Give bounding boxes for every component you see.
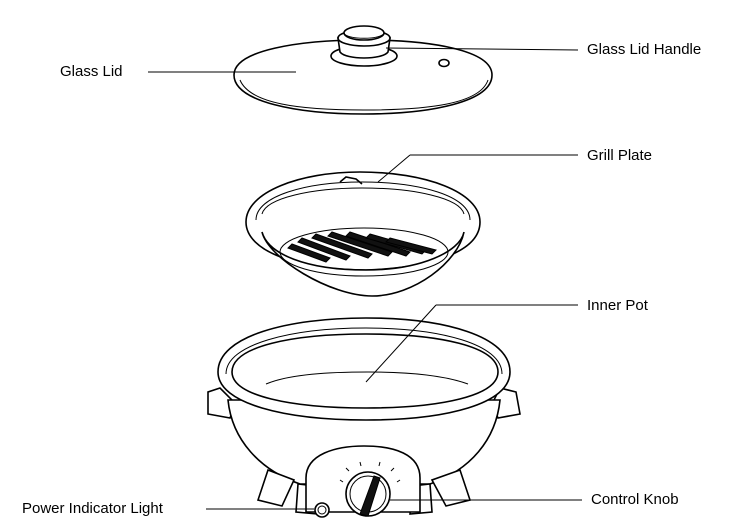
label-glass-lid: Glass Lid <box>60 63 123 80</box>
leader-grill-plate-down <box>377 154 411 183</box>
label-glass-lid-handle: Glass Lid Handle <box>587 41 702 58</box>
label-control-knob: Control Knob <box>591 491 679 508</box>
leader-lines <box>148 47 582 510</box>
inner-pot-drawing <box>207 317 521 518</box>
glass-lid-handle-drawing <box>330 25 398 67</box>
knob-pointer <box>359 475 381 517</box>
grill-plate-drawing <box>245 171 481 297</box>
leader-glass-lid-handle <box>385 47 579 51</box>
glass-lid-drawing <box>233 39 493 115</box>
foot-left <box>256 468 296 507</box>
vent-hole <box>438 58 450 68</box>
label-power-indicator-light: Power Indicator Light <box>22 500 163 517</box>
leader-inner-pot-down <box>365 304 437 383</box>
label-inner-pot: Inner Pot <box>587 297 648 314</box>
label-grill-plate: Grill Plate <box>587 147 653 164</box>
